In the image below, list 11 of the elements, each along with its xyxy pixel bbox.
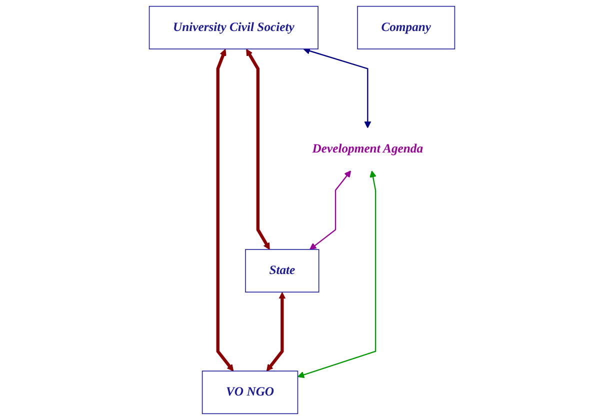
node-box: VO NGO	[202, 370, 298, 414]
node-box: University Civil Society	[148, 6, 318, 50]
arrow	[310, 170, 352, 250]
arrow	[246, 48, 270, 250]
arrow	[303, 48, 372, 128]
arrow	[266, 292, 286, 372]
node-box: State	[245, 249, 320, 292]
node-text: Development Agenda	[312, 142, 424, 156]
arrow	[297, 170, 376, 378]
arrow	[216, 48, 234, 372]
node-box: Company	[357, 6, 456, 50]
